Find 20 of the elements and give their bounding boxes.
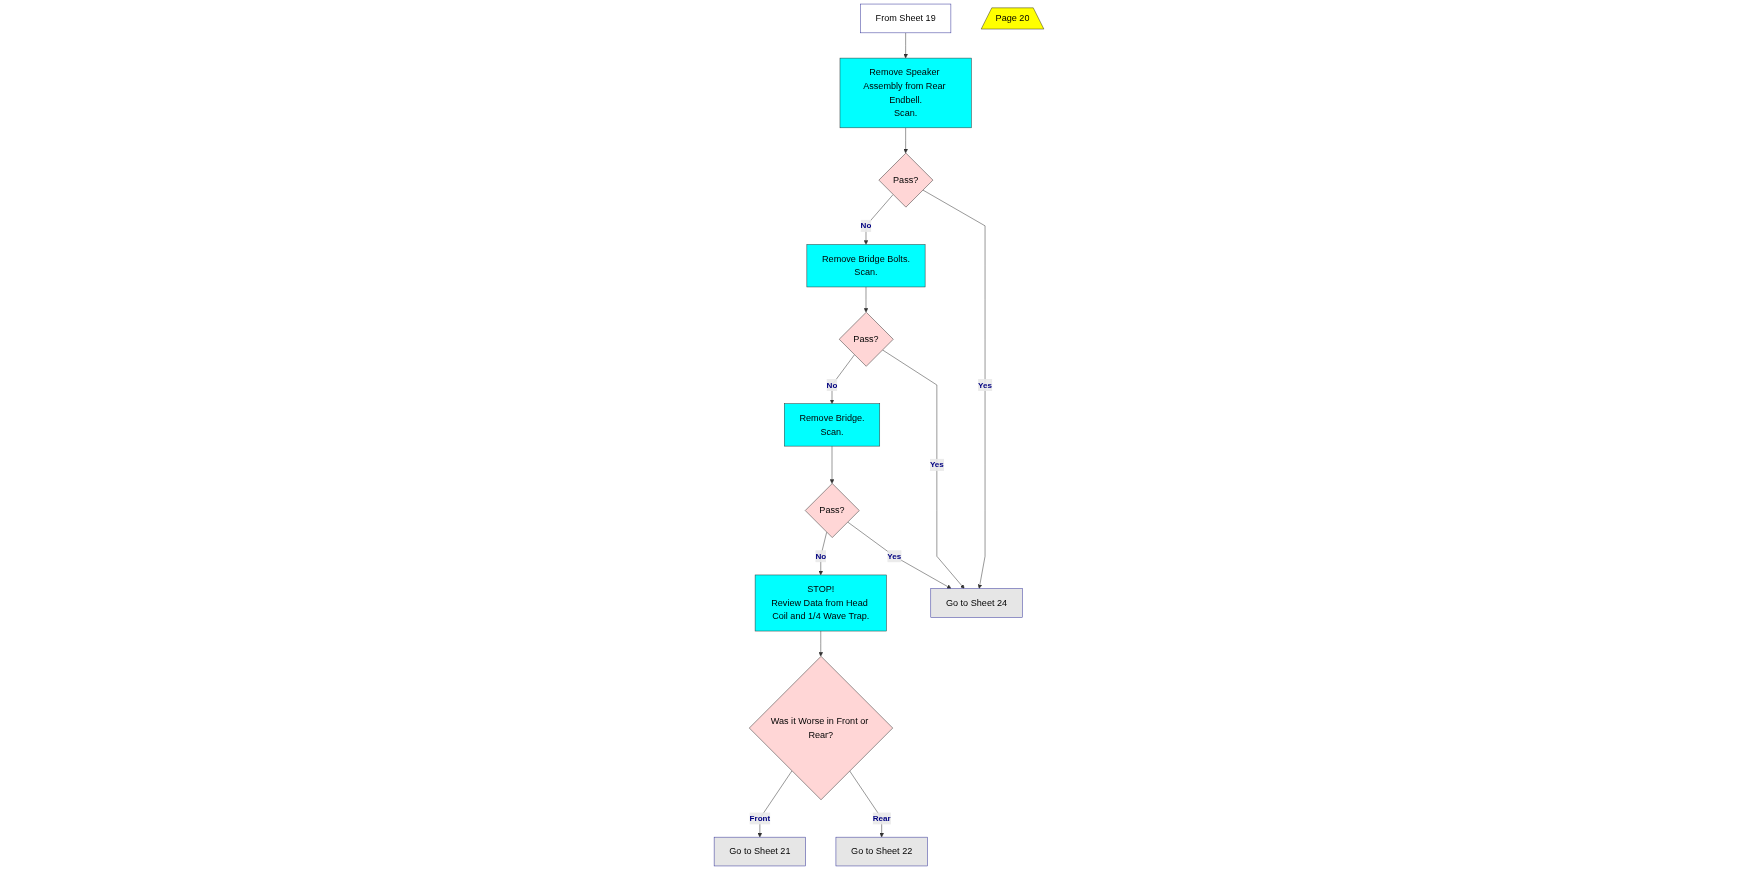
node-box: Go to Sheet 24 — [930, 588, 1023, 618]
node-box: Go to Sheet 21 — [713, 836, 806, 867]
node-diamond: Pass? — [804, 483, 860, 538]
edge-label: Yes — [929, 460, 944, 469]
node-box: Remove Bridge. Scan. — [784, 403, 880, 447]
node-box: STOP! Review Data from Head Coil and 1/4 Wave Trap. — [754, 574, 887, 632]
node-diamond: Pass? — [838, 311, 894, 367]
edge-label: No — [815, 551, 827, 561]
node-diamond: Was it Worse in Front or Rear? — [749, 656, 893, 801]
node-box: Remove Bridge Bolts. Scan. — [806, 244, 926, 288]
node-diamond: Pass? — [878, 152, 934, 208]
edge-label: Yes — [978, 380, 993, 390]
edge-label: No — [860, 221, 872, 230]
edge-label: Yes — [887, 551, 902, 561]
node-box: Go to Sheet 22 — [835, 836, 928, 867]
edge-label: No — [826, 380, 838, 390]
edge-label: Rear — [872, 813, 891, 823]
edge-label: Front — [749, 813, 771, 823]
node-box: Remove Speaker Assembly from Rear Endbell. Scan. — [839, 57, 972, 129]
node-box: From Sheet 19 — [860, 3, 952, 34]
